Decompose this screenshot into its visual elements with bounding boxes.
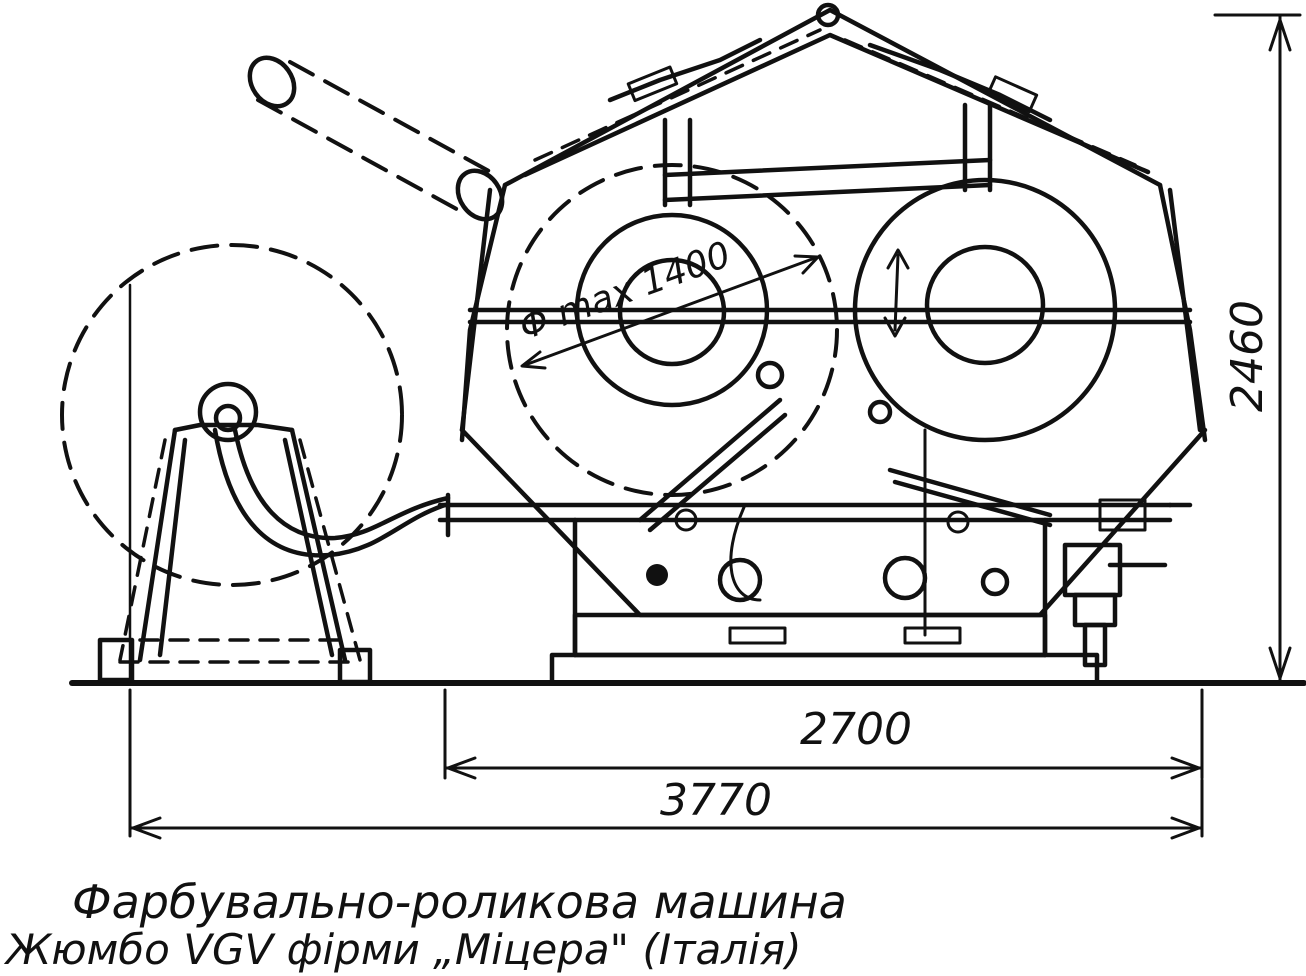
- right-roll: [852, 177, 1118, 443]
- feed-arm: [247, 55, 505, 222]
- height-label: 2460: [1222, 300, 1273, 412]
- diameter-dimension: Φ max 1400: [514, 234, 820, 370]
- width-2700-label: 2700: [800, 704, 912, 755]
- caption-line-2: Жюмбо VGV фірми „Міцера" (Італія): [3, 925, 801, 974]
- drive-unit: [1062, 498, 1193, 668]
- caption-line-1: Фарбувально-роликова машина: [72, 875, 847, 929]
- machine-housing: [437, 2, 1208, 686]
- width-3770-label: 3770: [660, 775, 772, 826]
- caption: Фарбувально-роликова машина Жюмбо VGV фі…: [3, 875, 847, 974]
- height-dimension: 2460: [1213, 13, 1302, 682]
- unwind-stand: [60, 243, 451, 685]
- width-dimension-3770: 3770: [128, 688, 1204, 840]
- blades-and-rollers: [637, 360, 1053, 637]
- width-dimension-2700: 2700: [443, 688, 1204, 780]
